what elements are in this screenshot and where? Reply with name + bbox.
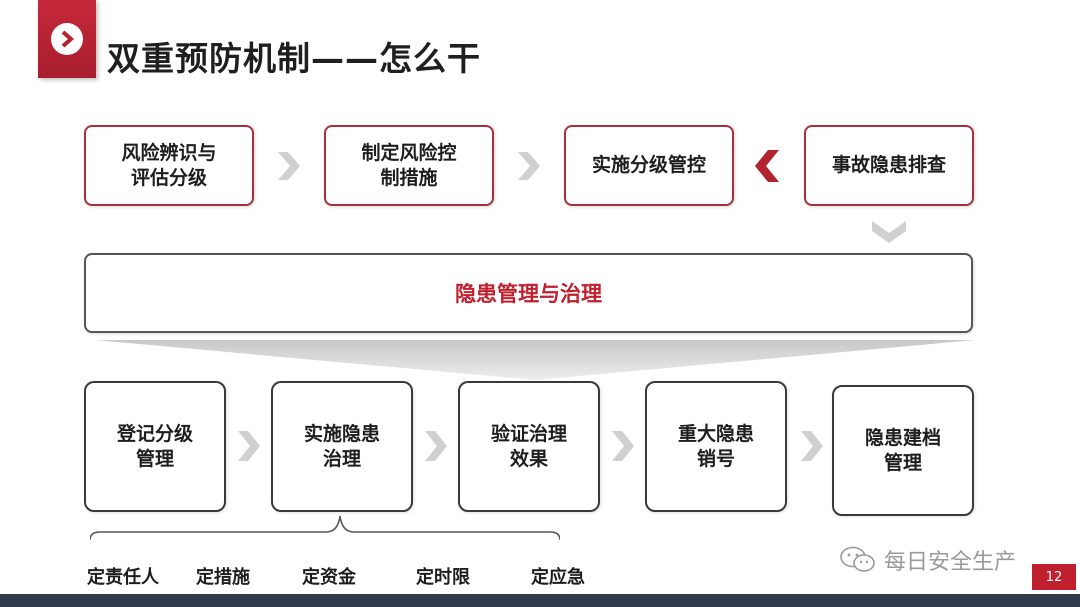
chevron-left-icon xyxy=(755,150,779,182)
page-number: 12 xyxy=(1032,564,1076,590)
step-control-measures: 制定风险控制措施 xyxy=(324,125,494,206)
step-label-line1: 隐患建档 xyxy=(864,426,941,449)
step-implement-remediation: 实施隐患治理 xyxy=(271,381,413,512)
step-label-line2: 制措施 xyxy=(380,166,438,189)
step-register-grade: 登记分级管理 xyxy=(84,381,226,512)
step-label-line1: 风险辨识与 xyxy=(121,141,217,164)
step-label-line1: 登记分级 xyxy=(116,422,193,445)
watermark: 每日安全生产 xyxy=(840,544,1016,576)
step-label-line1: 制定风险控 xyxy=(361,141,457,164)
step-label-line2: 销号 xyxy=(696,447,735,470)
page-title: 双重预防机制——怎么干 xyxy=(107,39,481,78)
chevron-right-icon xyxy=(425,431,447,461)
funnel-shape xyxy=(95,340,975,380)
footer-bar xyxy=(0,594,1080,607)
sub-item: 定责任人 xyxy=(87,567,159,588)
step-label-line2: 效果 xyxy=(509,447,548,470)
step-label-line2: 管理 xyxy=(135,447,174,470)
chevron-right-icon xyxy=(51,23,83,55)
step-label-line1: 重大隐患 xyxy=(677,422,754,445)
chevron-right-icon xyxy=(278,152,300,180)
step-archive-management: 隐患建档管理 xyxy=(832,385,974,516)
title-badge xyxy=(38,0,96,78)
brace-connector xyxy=(90,515,560,541)
step-label-line1: 实施隐患 xyxy=(303,422,380,445)
chevron-right-icon xyxy=(518,152,540,180)
chevron-down-icon xyxy=(872,221,906,243)
step-label-line1: 事故隐患排查 xyxy=(831,154,946,177)
chevron-right-icon xyxy=(612,431,634,461)
step-risk-identification: 风险辨识与评估分级 xyxy=(84,125,254,206)
step-major-hazard-closure: 重大隐患销号 xyxy=(645,381,787,512)
step-label-line1: 实施分级管控 xyxy=(591,154,706,177)
main-box-label: 隐患管理与治理 xyxy=(455,282,602,306)
step-label-line2: 治理 xyxy=(322,447,361,470)
wechat-icon xyxy=(840,546,875,572)
step-label-line2: 评估分级 xyxy=(130,166,207,189)
step-graded-control: 实施分级管控 xyxy=(564,125,734,206)
sub-item: 定时限 xyxy=(416,567,470,588)
step-label-line1: 验证治理 xyxy=(490,422,567,445)
chevron-right-icon xyxy=(238,431,260,461)
chevron-right-icon xyxy=(801,431,823,461)
sub-item: 定应急 xyxy=(531,567,585,588)
sub-item: 定资金 xyxy=(302,567,356,588)
step-verify-effect: 验证治理效果 xyxy=(458,381,600,512)
hazard-management-box: 隐患管理与治理 xyxy=(84,253,973,333)
step-label-line2: 管理 xyxy=(883,451,922,474)
step-hazard-inspection: 事故隐患排查 xyxy=(804,125,974,206)
watermark-text: 每日安全生产 xyxy=(884,550,1017,575)
sub-item: 定措施 xyxy=(196,567,250,588)
